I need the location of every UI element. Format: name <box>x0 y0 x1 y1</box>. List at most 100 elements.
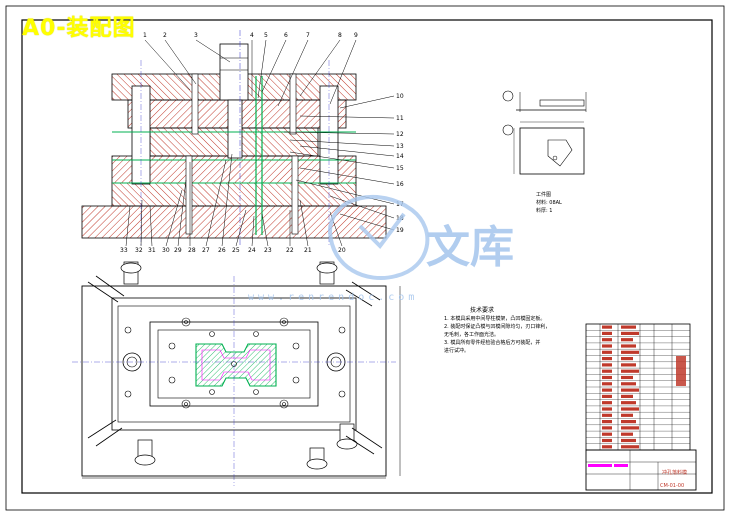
bom-cell-mark <box>602 338 612 342</box>
callout-10: 10 <box>396 93 404 100</box>
bom-cell-mark <box>621 382 636 386</box>
top-callouts: 1 2 3 4 5 6 7 8 9 <box>143 32 358 39</box>
callout-6: 6 <box>284 32 288 39</box>
watermark: 文库 www.renrendoc.com <box>248 195 514 303</box>
bom-cell-mark <box>602 375 612 380</box>
callout-28: 28 <box>188 247 196 254</box>
title-block-name: 冲孔落料模 <box>662 469 687 476</box>
bom-cell-mark <box>621 394 633 398</box>
callout-24: 24 <box>248 247 256 254</box>
die-shank <box>219 43 249 101</box>
section-view <box>81 30 395 247</box>
bom-cell-mark <box>602 350 612 354</box>
bom-cell-mark <box>602 357 612 361</box>
bom-table <box>585 323 691 451</box>
bom-cell-mark <box>602 420 612 424</box>
callout-32: 32 <box>135 247 143 254</box>
watermark-text: 文库 <box>426 222 514 273</box>
notes-item-4: 3. 模具所有零件经检验合格后方可装配，并 <box>444 339 540 346</box>
callout-8: 8 <box>338 32 342 39</box>
bottom-callouts: 33 32 31 30 29 28 27 26 25 24 23 22 21 2… <box>120 247 346 254</box>
notes-item-5: 进行试冲。 <box>444 347 469 354</box>
outer-frame <box>5 5 725 511</box>
callout-7: 7 <box>306 32 310 39</box>
center-punch <box>227 99 243 159</box>
callout-26: 26 <box>218 247 226 254</box>
bom-cell-mark <box>621 357 633 361</box>
callout-27: 27 <box>202 247 210 254</box>
title-block-drawing-no: CM-01-00 <box>660 483 684 489</box>
bom-cell-mark <box>621 420 636 424</box>
notes-item-1: 1. 本模具采用中间导柱模架，凸凹模固定板。 <box>444 315 545 322</box>
callout-16: 16 <box>396 181 404 188</box>
bom-cell-mark <box>602 407 612 411</box>
callout-5: 5 <box>264 32 268 39</box>
watermark-logo-ring <box>327 195 430 281</box>
callout-23: 23 <box>264 247 272 254</box>
callout-21: 21 <box>304 247 312 254</box>
notes-item-3: 无毛刺，各工作面光洁。 <box>444 331 499 338</box>
callout-31: 31 <box>148 247 156 254</box>
callout-25: 25 <box>232 247 240 254</box>
callout-1: 1 <box>143 32 147 39</box>
bom-cell-mark <box>621 325 636 329</box>
bom-cell-mark <box>621 401 636 405</box>
bom-cell-mark <box>602 363 612 367</box>
callout-9: 9 <box>354 32 358 39</box>
bom-cell-mark <box>602 369 612 373</box>
part-view-thickness: 料厚: 1 <box>536 207 552 214</box>
bom-cell-mark <box>621 350 639 354</box>
callout-13: 13 <box>396 143 404 150</box>
callout-2: 2 <box>163 32 167 39</box>
callout-30: 30 <box>162 247 170 254</box>
callout-33: 33 <box>120 247 128 254</box>
callout-19: 19 <box>396 227 404 234</box>
inner-frame <box>21 19 713 494</box>
callout-11: 11 <box>396 115 404 122</box>
watermark-url: www.renrendoc.com <box>248 292 418 303</box>
die-plate <box>111 182 357 207</box>
bom-cell-mark <box>621 426 639 430</box>
bom-cell-mark <box>621 344 636 348</box>
bom-cell-mark <box>602 382 612 386</box>
bom-cell-mark <box>602 388 612 392</box>
workpiece-drawing: 工件图 材料: 08AL 料厚: 1 <box>502 90 587 214</box>
callout-20: 20 <box>338 247 346 254</box>
part-view-label: 工件图 <box>536 191 551 198</box>
bom-cell-mark <box>621 363 636 367</box>
bom-cell-mark <box>621 331 639 335</box>
callout-4: 4 <box>250 32 254 39</box>
bom-cell-mark <box>602 426 612 430</box>
notes-heading: 技术要求 <box>470 306 494 314</box>
bom-cell-mark <box>621 338 633 342</box>
bom-cell-mark <box>602 325 612 329</box>
bom-cell-mark <box>621 438 636 443</box>
bom-cell-mark <box>621 413 633 417</box>
callout-14: 14 <box>396 153 404 160</box>
part-view-material: 材料: 08AL <box>536 199 562 206</box>
title-block: 冲孔落料模 CM-01-00 <box>585 449 697 491</box>
callout-3: 3 <box>194 32 198 39</box>
bom-cell-mark <box>602 445 612 449</box>
bom-cell-mark <box>621 445 639 449</box>
bom-cell-mark <box>621 369 639 373</box>
bom-cell-mark <box>602 413 612 417</box>
bom-cell-mark <box>602 432 612 436</box>
bom-cell-mark <box>602 344 612 348</box>
bom-cell-mark <box>602 401 612 405</box>
lower-die-base <box>81 205 387 239</box>
drawing-title: A0-装配图 <box>22 16 136 41</box>
callout-15: 15 <box>396 165 404 172</box>
workpiece-outline <box>195 343 277 387</box>
bom-cell-mark <box>621 375 633 380</box>
bom-cell-mark <box>602 438 612 443</box>
bom-cell-mark <box>602 394 612 398</box>
stripper-plate <box>111 155 357 184</box>
bom-cell-mark <box>602 331 612 335</box>
right-callouts: 10 11 12 13 14 15 16 17 18 19 <box>396 93 404 234</box>
notes-item-2: 2. 装配时保证凸模与凹模间隙均匀，刃口锋利， <box>444 323 550 330</box>
bom-cell-mark <box>621 388 639 392</box>
callout-22: 22 <box>286 247 294 254</box>
